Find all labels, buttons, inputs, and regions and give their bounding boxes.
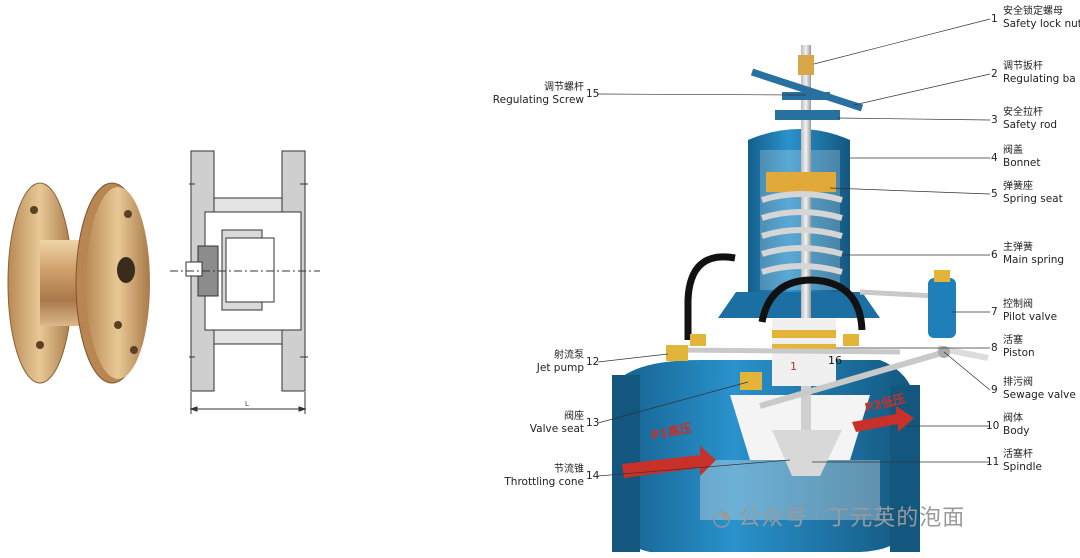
label-num-9: 9	[991, 384, 998, 396]
dimension-label: L	[245, 400, 249, 408]
watermark-platform: 公众号	[738, 506, 808, 531]
label-num-7: 7	[991, 306, 998, 318]
watermark-account: 丁元英的泡面	[827, 506, 966, 531]
label-num-5: 5	[991, 188, 998, 200]
mark-16: 16	[828, 354, 842, 367]
label-num-4: 4	[991, 152, 998, 164]
pressure-reducing-valve: P1高压 P2低压 1 16	[612, 45, 989, 552]
label-num-15: 15	[586, 88, 600, 100]
label-num-13: 13	[586, 417, 600, 429]
label-num-10: 10	[986, 420, 1000, 432]
check-valve-drawing	[170, 150, 320, 414]
brass-valve-photo	[7, 182, 150, 384]
watermark-separator: ·	[813, 506, 822, 531]
watermark: ◔公众号·丁元英的泡面	[712, 500, 971, 532]
label-num-12: 12	[586, 356, 600, 368]
leader-lines	[597, 18, 991, 477]
mark-1: 1	[790, 360, 797, 373]
label-num-3: 3	[991, 114, 998, 126]
label-num-2: 2	[991, 68, 998, 80]
label-num-1: 1	[991, 13, 998, 25]
wechat-icon: ◔	[712, 506, 733, 531]
label-num-8: 8	[991, 342, 998, 354]
label-num-6: 6	[991, 249, 998, 261]
label-num-14: 14	[586, 470, 600, 482]
label-num-11: 11	[986, 456, 1000, 468]
